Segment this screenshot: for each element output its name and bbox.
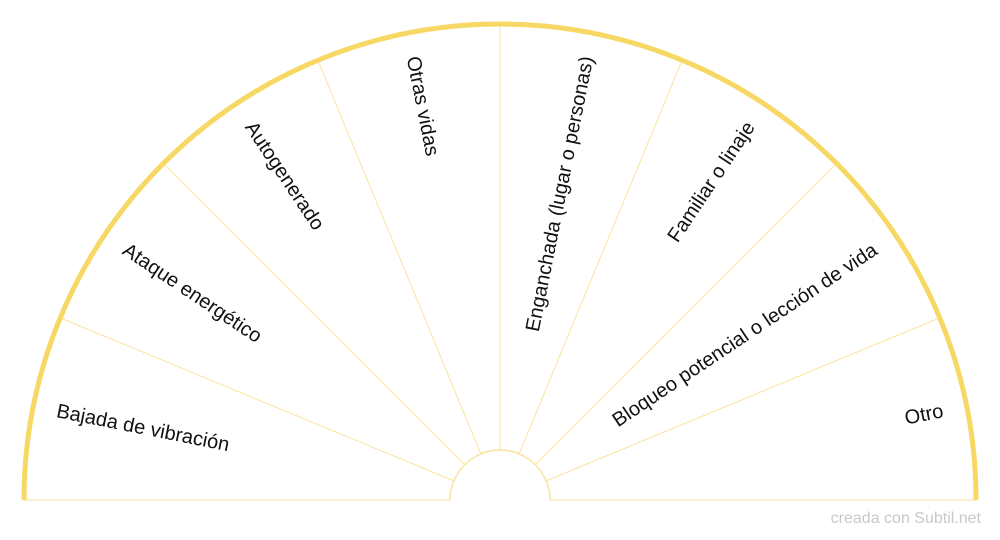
sector-label: Ataque energético: [118, 239, 265, 347]
sector-divider: [164, 164, 465, 465]
sector-divider: [61, 318, 454, 482]
sector-divider: [535, 164, 836, 465]
sector-label: Otro: [903, 400, 945, 429]
sector-label: Bajada de vibración: [55, 400, 232, 456]
sector-label: Familiar o linaje: [664, 118, 760, 247]
sector-label: Otras vidas: [402, 54, 443, 158]
sector-divider: [546, 318, 939, 482]
sector-label: Bloqueo potencial o lección de vida: [609, 239, 883, 432]
outer-rim: [21, 21, 979, 501]
sector-dividers: [24, 26, 976, 501]
sector-label: Autogenerado: [240, 118, 328, 235]
watermark: creada con Subtil.net: [830, 510, 981, 527]
sector-divider: [518, 61, 682, 454]
sector-divider: [318, 61, 482, 454]
inner-semicircle: [449, 449, 551, 501]
